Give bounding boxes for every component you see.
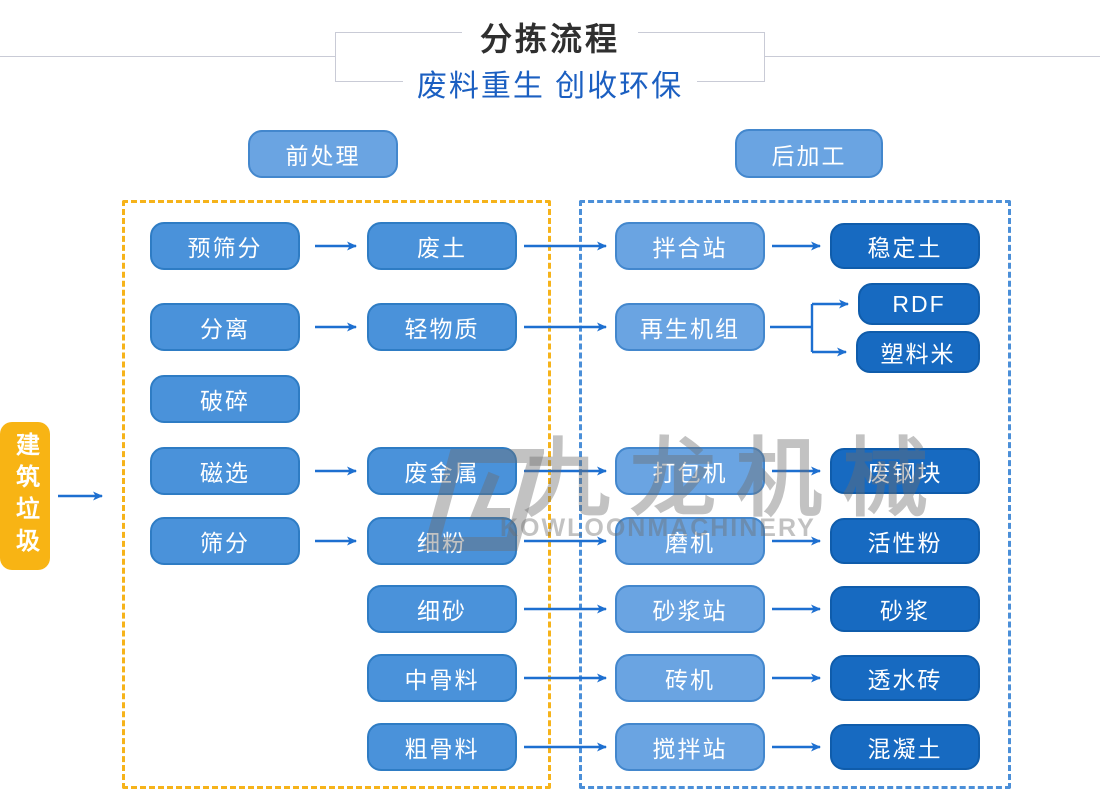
page-title-text: 分拣流程 — [461, 21, 638, 57]
node-screening: 筛分 — [150, 517, 300, 565]
node-coarse-aggregate: 粗骨料 — [367, 723, 517, 771]
node-brick-machine: 砖机 — [615, 654, 765, 702]
page-title: 分拣流程 — [0, 14, 1100, 60]
node-recycling-unit: 再生机组 — [615, 303, 765, 351]
pre-processing-zone-border — [122, 200, 551, 789]
node-mill: 磨机 — [615, 517, 765, 565]
node-plastic-pellets: 塑料米 — [856, 331, 980, 373]
node-fine-sand: 细砂 — [367, 585, 517, 633]
node-construction-waste: 建筑垃圾 — [0, 422, 50, 570]
node-baler: 打包机 — [615, 447, 765, 495]
node-permeable-brick: 透水砖 — [830, 655, 980, 701]
node-active-powder: 活性粉 — [830, 518, 980, 564]
node-mixing-station: 拌合站 — [615, 222, 765, 270]
node-rdf: RDF — [858, 283, 980, 325]
node-crushing: 破碎 — [150, 375, 300, 423]
node-mortar: 砂浆 — [830, 586, 980, 632]
node-waste-soil: 废土 — [367, 222, 517, 270]
page-subtitle: 废料重生 创收环保 — [0, 61, 1100, 105]
node-waste-metal: 废金属 — [367, 447, 517, 495]
section-label-pre-processing: 前处理 — [248, 130, 398, 178]
node-stabilized-soil: 稳定土 — [830, 223, 980, 269]
node-pre-screening: 预筛分 — [150, 222, 300, 270]
node-separation: 分离 — [150, 303, 300, 351]
node-light-material: 轻物质 — [367, 303, 517, 351]
node-mortar-station: 砂浆站 — [615, 585, 765, 633]
section-label-post-processing: 后加工 — [735, 129, 883, 178]
node-medium-aggregate: 中骨料 — [367, 654, 517, 702]
node-fine-powder: 细粉 — [367, 517, 517, 565]
node-concrete-mixing-station: 搅拌站 — [615, 723, 765, 771]
node-waste-steel-block: 废钢块 — [830, 448, 980, 494]
node-magnetic-separation: 磁选 — [150, 447, 300, 495]
page-subtitle-text: 废料重生 创收环保 — [402, 70, 698, 103]
post-processing-zone-border — [579, 200, 1011, 789]
node-concrete: 混凝土 — [830, 724, 980, 770]
